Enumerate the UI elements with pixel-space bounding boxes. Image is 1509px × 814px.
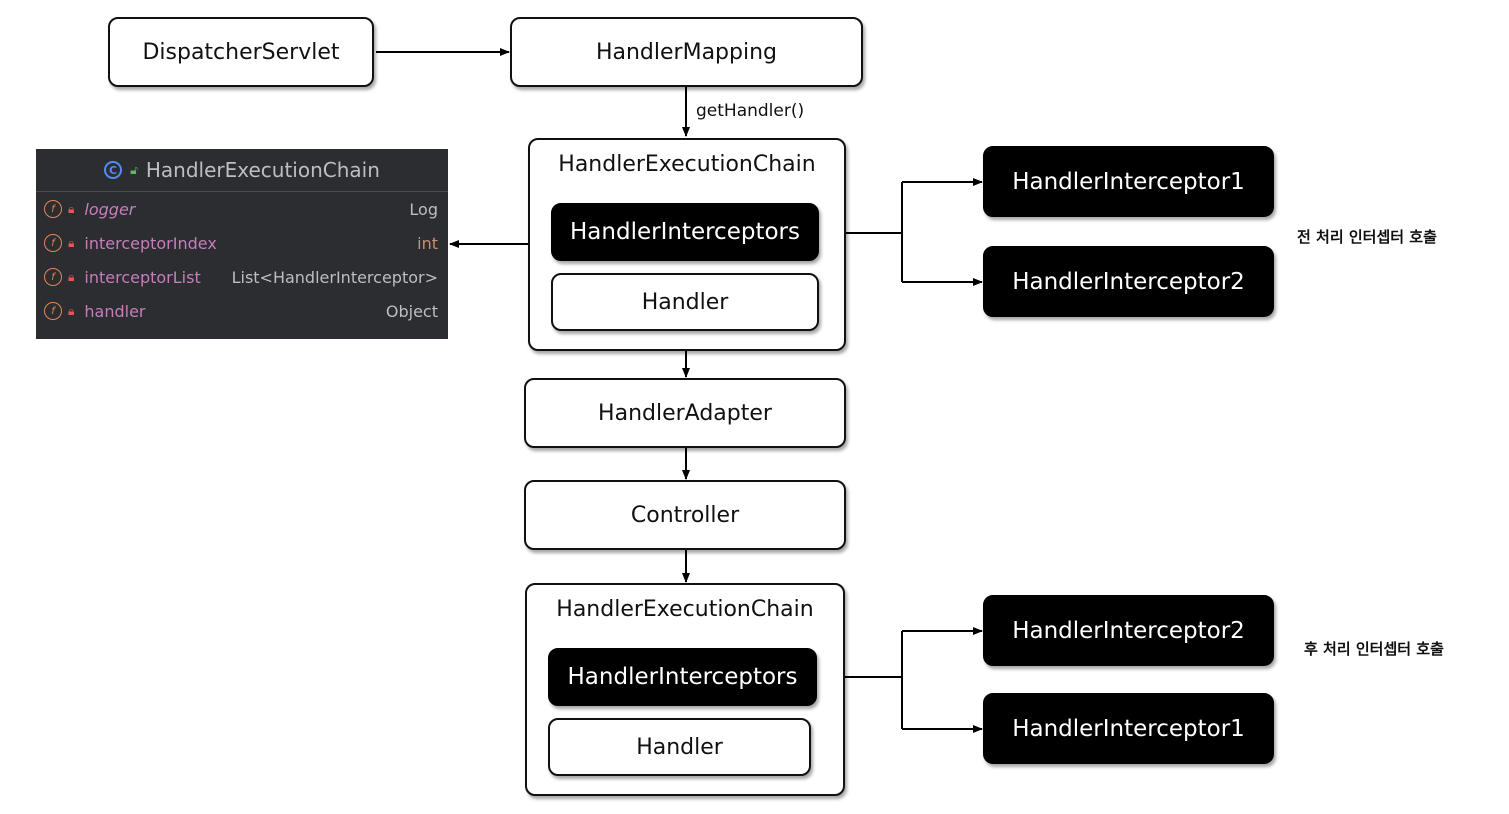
chain-top-handler-label: Handler	[641, 289, 729, 315]
dispatcher-servlet-label: DispatcherServlet	[142, 39, 340, 65]
field-type: int	[417, 233, 438, 253]
class-name: HandlerExecutionChain	[145, 158, 380, 182]
chain-bottom-title: HandlerExecutionChain	[556, 597, 814, 622]
chain-bottom-interceptors: HandlerInterceptors	[548, 648, 817, 706]
field-name: interceptorIndex	[84, 233, 217, 253]
field-row[interactable]: f 🔒︎ interceptorIndex int	[36, 226, 448, 260]
chain-bottom-handler: Handler	[548, 718, 811, 776]
post-interceptor-label: HandlerInterceptor2	[1012, 617, 1245, 644]
handler-adapter-box: HandlerAdapter	[524, 378, 846, 448]
controller-box: Controller	[524, 480, 846, 550]
public-lock-icon: 🔓︎	[130, 162, 138, 177]
handler-mapping-box: HandlerMapping	[510, 17, 863, 87]
post-processing-note: 후 처리 인터셉터 호출	[1304, 640, 1444, 658]
pre-interceptor-label: HandlerInterceptor2	[1012, 268, 1245, 295]
pre-interceptor-box: HandlerInterceptor1	[983, 146, 1274, 217]
chain-top-handler: Handler	[551, 273, 819, 331]
post-interceptor-box: HandlerInterceptor1	[983, 693, 1274, 764]
field-name: logger	[84, 199, 136, 219]
handler-mapping-label: HandlerMapping	[595, 39, 778, 65]
field-row[interactable]: f 🔒︎ logger Log	[36, 192, 448, 226]
pre-interceptor-box: HandlerInterceptor2	[983, 246, 1274, 317]
final-field-icon: f	[44, 268, 62, 286]
chain-top-interceptors: HandlerInterceptors	[551, 203, 819, 261]
pre-interceptor-label: HandlerInterceptor1	[1012, 168, 1245, 195]
field-row[interactable]: f 🔒︎ handler Object	[36, 294, 448, 328]
post-interceptor-box: HandlerInterceptor2	[983, 595, 1274, 666]
field-icon: f	[44, 234, 62, 252]
private-lock-icon: 🔒︎	[68, 303, 75, 318]
chain-bottom-interceptors-label: HandlerInterceptors	[567, 664, 798, 690]
post-interceptor-label: HandlerInterceptor1	[1012, 715, 1245, 742]
controller-label: Controller	[630, 502, 740, 528]
field-type: List<HandlerInterceptor>	[231, 267, 438, 287]
class-panel-header: C 🔓︎ HandlerExecutionChain	[36, 149, 448, 192]
chain-top-title: HandlerExecutionChain	[558, 152, 816, 177]
private-lock-icon: 🔒︎	[68, 235, 75, 250]
field-type: Object	[385, 301, 438, 321]
field-row[interactable]: f 🔒︎ interceptorList List<HandlerInterce…	[36, 260, 448, 294]
field-name: interceptorList	[84, 267, 201, 287]
chain-top-interceptors-label: HandlerInterceptors	[570, 219, 800, 245]
private-lock-icon: 🔒︎	[68, 201, 75, 216]
static-field-icon: f	[44, 200, 62, 218]
private-lock-icon: 🔒︎	[68, 269, 75, 284]
final-field-icon: f	[44, 302, 62, 320]
pre-processing-note: 전 처리 인터셉터 호출	[1297, 228, 1437, 246]
handler-adapter-label: HandlerAdapter	[598, 400, 772, 426]
get-handler-label: getHandler()	[696, 101, 805, 121]
class-icon: C	[104, 161, 123, 179]
field-name: handler	[84, 301, 146, 321]
class-structure-panel: C 🔓︎ HandlerExecutionChain f 🔒︎ logger L…	[36, 149, 448, 339]
field-type: Log	[409, 199, 438, 219]
chain-bottom-handler-label: Handler	[636, 734, 723, 760]
dispatcher-servlet-box: DispatcherServlet	[108, 17, 374, 87]
